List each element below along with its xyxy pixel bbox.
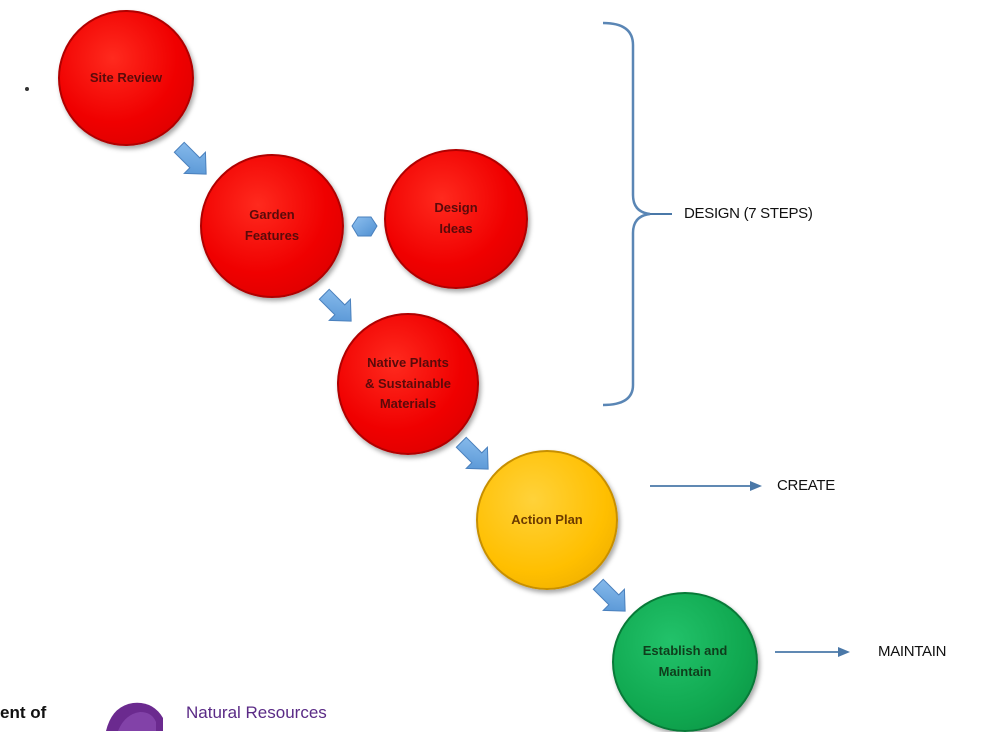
label-design: DESIGN (7 STEPS) [684,205,813,222]
arrow-native-to-action [455,436,489,470]
arrow-to-create [650,481,762,491]
node-garden-features: Garden Features [200,154,344,298]
node-establish-maintain: Establish and Maintain [612,592,758,732]
label-create: CREATE [777,477,835,494]
node-native-plants: Native Plants & Sustainable Materials [337,313,479,455]
arrow-action-to-establish [592,578,626,612]
arrow-to-maintain [775,647,850,657]
node-action-plan: Action Plan [476,450,618,590]
node-site-review: Site Review [58,10,194,146]
bullet-dot [25,87,29,91]
node-native-plants-label: Native Plants & Sustainable Materials [365,354,451,412]
design-bracket [602,21,651,407]
node-garden-features-label: Garden Features [244,207,300,243]
footer-left-text: ent of [0,703,47,722]
node-site-review-label: Site Review [89,69,163,85]
node-action-plan-label: Action Plan [511,511,583,527]
node-establish-maintain-label: Establish and Maintain [642,643,728,679]
node-design-ideas-label: Design Ideas [434,200,478,236]
arrow-site-to-garden [173,141,207,175]
node-design-ideas: Design Ideas [384,149,528,289]
footer-org-name: Natural Resources [186,703,327,722]
connector-garden-design [351,216,378,237]
label-maintain: MAINTAIN [878,643,947,660]
arrow-garden-to-native [318,288,352,322]
natural-resources-logo-icon [106,702,163,731]
